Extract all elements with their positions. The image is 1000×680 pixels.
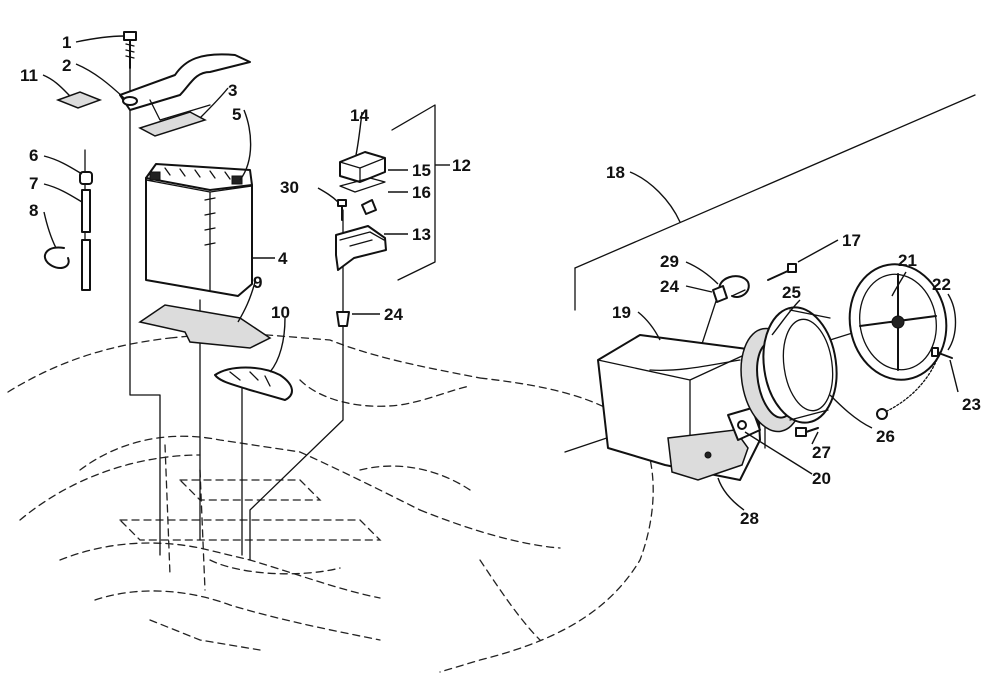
mounting-bracket-part-13: [335, 225, 387, 271]
label-part-26: 26: [876, 427, 895, 446]
bracket-part-20: [727, 407, 761, 441]
hose-clamp-part-8: [43, 246, 70, 270]
label-part-24-left: 24: [384, 305, 403, 324]
label-part-1: 1: [62, 33, 71, 52]
label-part-23: 23: [962, 395, 981, 414]
label-part-13: 13: [412, 225, 431, 244]
label-part-19: 19: [612, 303, 631, 322]
pad-part-3: [138, 111, 207, 137]
label-part-12: 12: [452, 156, 471, 175]
pin-part-23: [931, 347, 953, 359]
label-part-9: 9: [253, 273, 262, 292]
label-part-3: 3: [228, 81, 237, 100]
label-part-28: 28: [740, 509, 759, 528]
bolt-part-1: [123, 31, 137, 69]
label-part-8: 8: [29, 201, 38, 220]
vent-tube-part-7: [81, 189, 91, 291]
terminal-boot-part-10: [214, 366, 293, 401]
fuse-holder-part-14: [339, 151, 386, 183]
gasket-part-15: [339, 177, 386, 193]
label-part-17: 17: [842, 231, 861, 250]
label-part-25: 25: [782, 283, 801, 302]
label-part-5: 5: [232, 105, 241, 124]
clip-part-16: [361, 199, 377, 215]
label-part-30: 30: [280, 178, 299, 197]
battery-strap-part-2: [119, 53, 251, 121]
retainer-chain-part-22: [876, 351, 941, 420]
housing-part-26: [762, 306, 838, 424]
label-part-27: 27: [812, 443, 831, 462]
label-part-29: 29: [660, 252, 679, 271]
leader-lines: [42, 35, 959, 511]
grommet-part-24-right: [712, 285, 728, 303]
label-part-7: 7: [29, 174, 38, 193]
label-part-21: 21: [898, 251, 917, 270]
grommet-part-24-left: [336, 311, 350, 327]
label-part-6: 6: [29, 146, 38, 165]
label-part-15: 15: [412, 161, 431, 180]
battery-tray-pad-part-9: [138, 304, 272, 349]
chassis-outline: [7, 331, 654, 673]
label-part-2: 2: [62, 56, 71, 75]
label-part-14: 14: [350, 106, 369, 125]
label-part-16: 16: [412, 183, 431, 202]
label-part-22: 22: [932, 275, 951, 294]
label-part-18: 18: [606, 163, 625, 182]
pad-part-11: [55, 91, 103, 109]
label-part-11: 11: [20, 66, 38, 85]
clamp-part-29: [718, 275, 750, 298]
label-part-20: 20: [812, 469, 831, 488]
screw-part-30: [337, 199, 347, 221]
vent-cap-part-6: [79, 171, 93, 185]
callout-labels: 1 2 3 4 5 6 7 8 9 10 11 12 13 14 15 16 1…: [20, 33, 981, 528]
label-part-10: 10: [271, 303, 290, 322]
reference-lines: [84, 59, 976, 561]
label-part-4: 4: [278, 249, 288, 268]
battery-part-4: [145, 163, 253, 297]
cover-part-21: [848, 263, 948, 381]
screw-part-17: [767, 263, 797, 281]
fastener-part-27: [795, 427, 819, 437]
label-part-24-right: 24: [660, 277, 679, 296]
